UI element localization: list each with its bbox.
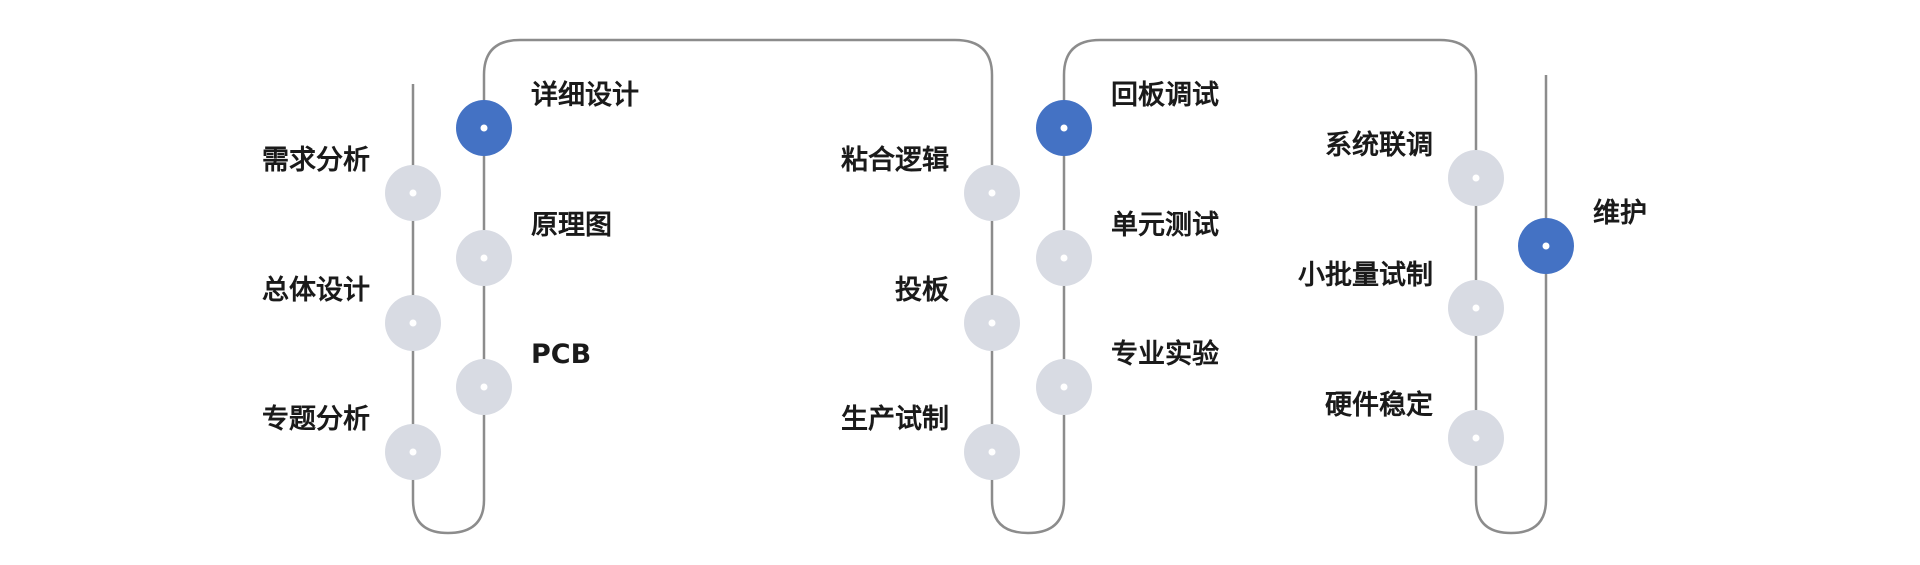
step-label: 单元测试	[1111, 210, 1219, 241]
step-node	[1518, 218, 1574, 274]
step-label: 系统联调	[1325, 129, 1433, 161]
step-node	[456, 230, 512, 286]
step-label: 需求分析	[262, 145, 370, 176]
step-node	[1036, 359, 1092, 415]
step-label: 粘合逻辑	[841, 144, 949, 176]
step-node	[1448, 410, 1504, 466]
step-node-center-dot	[409, 189, 417, 197]
step-label: PCB	[531, 339, 591, 370]
step-label: 回板调试	[1111, 80, 1219, 111]
connector-track-left	[411, 38, 1548, 535]
step-label: 生产试制	[841, 404, 949, 435]
step-node-center-dot	[988, 189, 996, 197]
step-node	[385, 165, 441, 221]
step-node-center-dot	[409, 319, 417, 327]
step-node	[964, 165, 1020, 221]
step-node	[964, 424, 1020, 480]
step-node	[964, 295, 1020, 351]
step-label: 投板	[895, 275, 949, 306]
step-label: 详细设计	[531, 79, 639, 111]
step-node-center-dot	[480, 383, 488, 391]
step-label: 专业实验	[1111, 338, 1219, 370]
step-node-center-dot	[480, 254, 488, 262]
step-node-center-dot	[1060, 254, 1068, 262]
step-node	[456, 359, 512, 415]
step-label: 总体设计	[262, 275, 370, 306]
step-node	[385, 295, 441, 351]
step-node	[1036, 100, 1092, 156]
step-node	[1448, 280, 1504, 336]
step-label: 维护	[1593, 198, 1647, 229]
step-node-center-dot	[988, 448, 996, 456]
step-node	[385, 424, 441, 480]
step-node-center-dot	[1060, 124, 1068, 132]
step-label: 小批量试制	[1298, 260, 1433, 291]
step-node	[456, 100, 512, 156]
step-node-center-dot	[1060, 383, 1068, 391]
step-node-center-dot	[1542, 242, 1550, 250]
step-node-center-dot	[1472, 174, 1480, 182]
step-label: 专题分析	[262, 404, 370, 435]
step-node-center-dot	[1472, 304, 1480, 312]
step-node	[1448, 150, 1504, 206]
step-node-center-dot	[480, 124, 488, 132]
step-label: 硬件稳定	[1325, 389, 1433, 421]
step-node-center-dot	[409, 448, 417, 456]
step-node-center-dot	[1472, 434, 1480, 442]
step-label: 原理图	[531, 210, 612, 241]
step-node	[1036, 230, 1092, 286]
step-node-center-dot	[988, 319, 996, 327]
nodes-layer	[385, 100, 1574, 480]
